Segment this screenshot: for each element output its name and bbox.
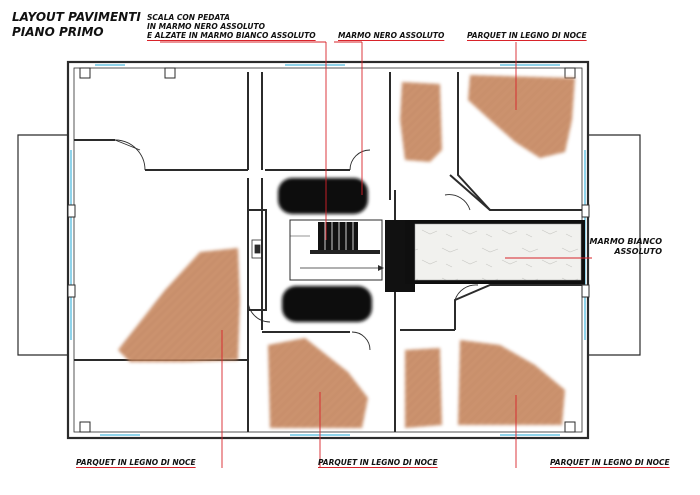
stair-label-line-2: IN MARMO NERO ASSOLUTO bbox=[147, 22, 266, 31]
parquet-top-label: PARQUET IN LEGNO DI NOCE bbox=[467, 31, 587, 40]
parquet-left bbox=[118, 248, 240, 362]
lift-shaft bbox=[251, 239, 263, 259]
stair-label-line-1: SCALA CON PEDATA bbox=[147, 13, 230, 22]
marmo-bianco-label-line-2: ASSOLUTO bbox=[614, 247, 662, 256]
parquet-bottom-mid bbox=[268, 338, 368, 428]
marmo-bianco-label-line-1: MARMO BIANCO bbox=[589, 237, 663, 246]
balcony-left bbox=[17, 134, 68, 356]
parquet-top-right bbox=[468, 75, 575, 158]
staircase bbox=[289, 219, 384, 281]
parquet-areas bbox=[118, 75, 575, 428]
stair-label: SCALA CON PEDATA IN MARMO NERO ASSOLUTO … bbox=[147, 13, 316, 40]
parquet-bottom-left-label: PARQUET IN LEGNO DI NOCE bbox=[76, 458, 196, 467]
marmo-bianco-label: MARMO BIANCO ASSOLUTO bbox=[590, 237, 663, 257]
stair-label-line-3: E ALZATE IN MARMO BIANCO ASSOLUTO bbox=[147, 31, 316, 40]
parquet-bottom-small bbox=[405, 348, 442, 428]
title-line-1: LAYOUT PAVIMENTI bbox=[12, 10, 141, 24]
title-line-2: PIANO PRIMO bbox=[12, 25, 104, 39]
parquet-bottom-mid-label: PARQUET IN LEGNO DI NOCE bbox=[318, 458, 438, 467]
marmo-nero-label: MARMO NERO ASSOLUTO bbox=[338, 31, 445, 40]
marmo-bianco-area bbox=[414, 223, 582, 281]
parquet-bottom-right-label: PARQUET IN LEGNO DI NOCE bbox=[550, 458, 670, 467]
parquet-top-mid bbox=[400, 82, 442, 162]
leader-lines bbox=[160, 41, 592, 468]
parquet-bottom-right bbox=[458, 340, 565, 425]
door-swings bbox=[114, 139, 479, 351]
balcony-right bbox=[588, 134, 641, 356]
interior-walls bbox=[74, 72, 585, 432]
pillars bbox=[67, 67, 590, 433]
drawing-title: LAYOUT PAVIMENTI PIANO PRIMO bbox=[12, 10, 141, 40]
